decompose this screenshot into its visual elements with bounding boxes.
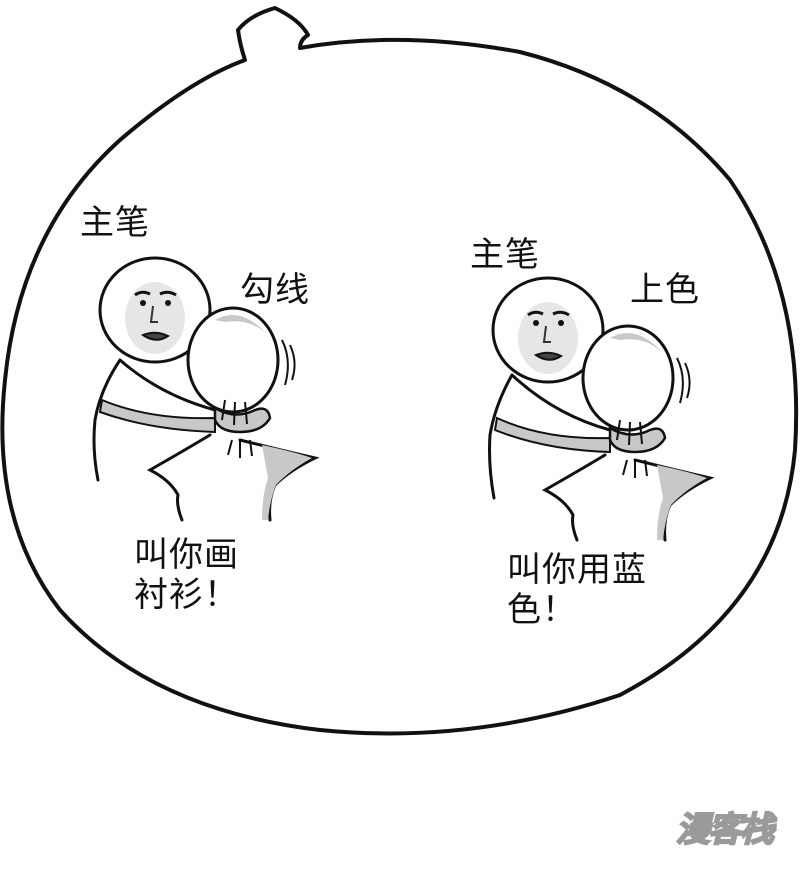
right-shout-text: 叫你用蓝 色！ [507,550,647,630]
left-action-label: 勾线 [240,270,310,310]
watermark-logo: 漫客栈 [675,809,775,851]
left-figures [92,256,320,522]
right-writer-label: 主笔 [470,235,540,275]
right-writer-body [488,373,612,500]
left-shout-text: 叫你画 衬衫！ [134,535,239,615]
right-action-label: 上色 [630,270,700,310]
right-figures [488,276,715,542]
right-victim-head [581,324,675,432]
balloon-outline [0,6,799,736]
left-writer-label: 主笔 [80,203,150,243]
left-writer-face [125,282,185,354]
left-victim-head [186,306,280,414]
right-writer-face [518,302,578,374]
left-writer-body [92,358,217,482]
